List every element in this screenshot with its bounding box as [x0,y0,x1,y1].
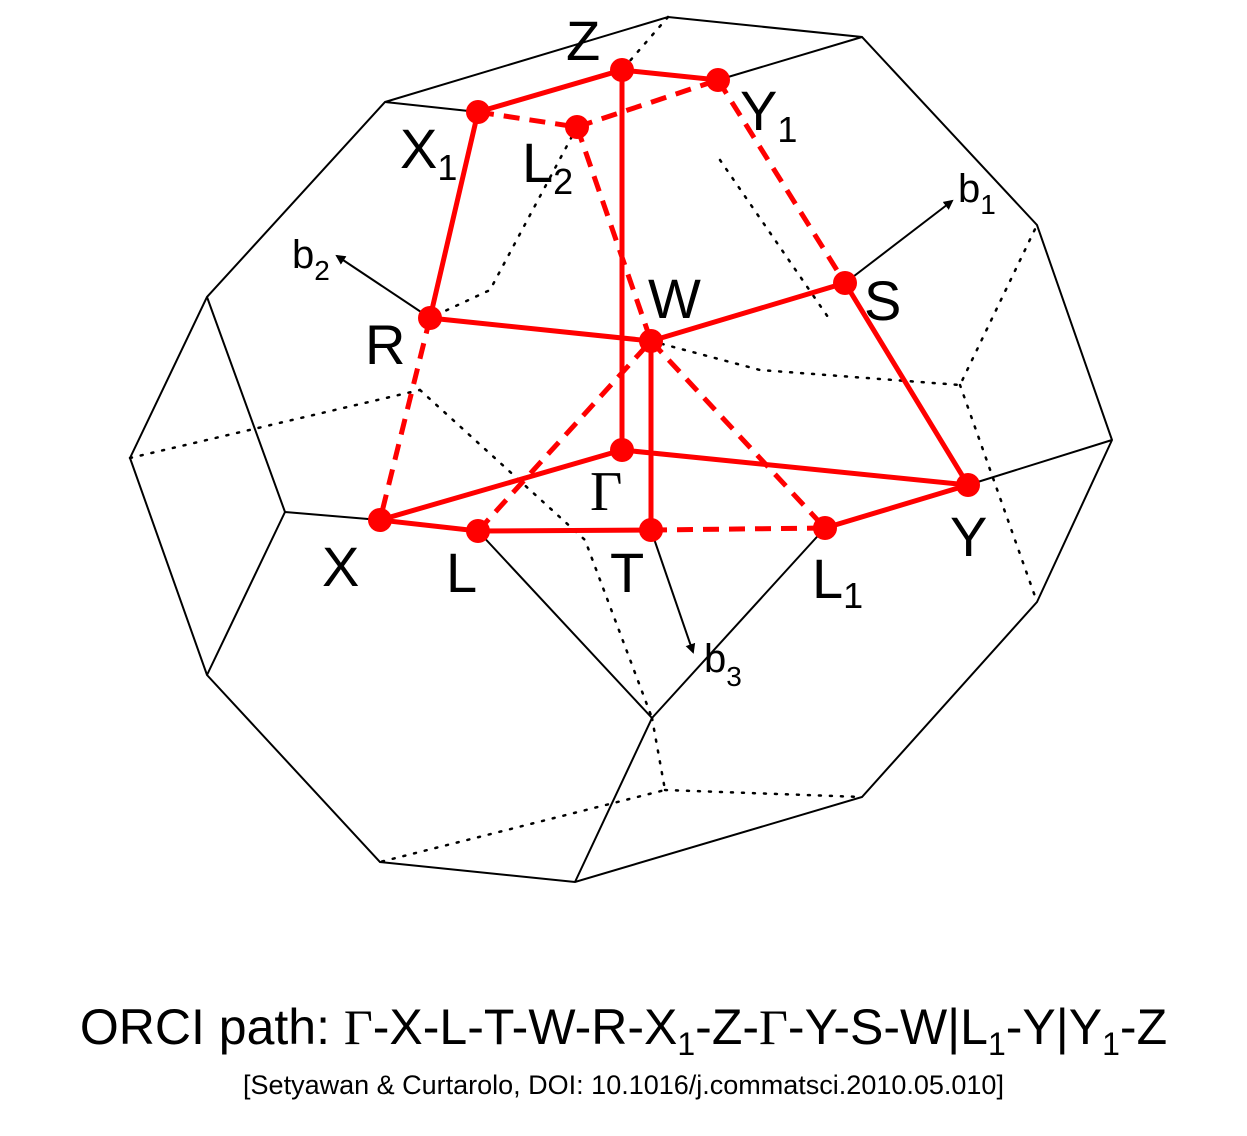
b3-arrow [650,529,696,654]
label-Y1-sub: 1 [777,109,797,150]
point-W [639,329,663,353]
caption-segment: -Z- [695,999,760,1055]
label-L2-sub: 2 [553,161,573,202]
label-Y: Y [950,505,987,568]
label-L1: L1 [812,547,863,616]
label-X: X [322,535,359,598]
label-L1-sub: 1 [843,575,863,616]
label-Gamma: Γ [590,461,622,523]
caption-segment: -X-L-T-W-R-X [372,999,678,1055]
point-L2 [565,115,589,139]
caption-gamma: Γ [343,999,373,1055]
label-b1-sub: 1 [980,189,996,220]
label-X1: X1 [400,117,457,188]
point-Y [956,473,980,497]
point-Gamma [610,438,634,462]
label-L1-main: L [812,547,843,610]
label-Y1: Y1 [740,79,797,150]
caption-segment: -Y-S-W|L [787,999,988,1055]
label-W: W [648,267,701,330]
point-X [368,508,392,532]
path-caption: ORCI path: Γ-X-L-T-W-R-X1-Z-Γ-Y-S-W|L1-Y… [0,998,1247,1063]
brillouin-zone-diagram: Z Y1 X1 L2 S R W Γ Y X L T L1 b1 b2 b3 [128,9,1114,884]
label-b2-sub: 2 [314,255,330,286]
point-R [418,306,442,330]
vector-labels: b1 b2 b3 [292,167,996,692]
label-b2: b2 [292,233,330,286]
label-Y1-main: Y [740,79,777,142]
point-Y1 [706,68,730,92]
label-T: T [610,541,644,604]
label-b1: b1 [958,167,996,220]
caption-prefix: ORCI path: [79,999,344,1055]
citation: [Setyawan & Curtarolo, DOI: 10.1016/j.co… [243,1070,1004,1100]
visible-edges [128,15,1114,884]
point-L [466,519,490,543]
b2-arrow [335,254,431,319]
label-X1-main: X [400,117,437,180]
caption-subscript: 1 [987,1026,1006,1062]
point-labels: Z Y1 X1 L2 S R W Γ Y X L T L1 [322,9,987,616]
label-b3-main: b [704,637,726,681]
caption-gamma: Γ [759,999,788,1055]
label-b3: b3 [704,637,742,692]
k-points [368,58,980,543]
caption-segment: -Y|Y [1005,999,1103,1055]
label-b3-sub: 3 [726,661,742,692]
label-L: L [446,541,477,604]
label-b1-main: b [958,167,980,211]
point-Z [610,58,634,82]
label-L2-main: L [522,131,553,194]
point-L1 [813,516,837,540]
label-L2: L2 [522,131,573,202]
hidden-edges [128,15,1039,864]
label-S: S [864,269,901,332]
label-b2-main: b [292,233,314,277]
k-path-solid [379,66,973,534]
b1-arrow [844,199,954,284]
label-Z: Z [566,9,600,72]
reciprocal-vectors [335,199,954,654]
label-X1-sub: 1 [437,147,457,188]
caption-subscript: 1 [1102,1026,1120,1062]
caption-subscript: 1 [677,1026,696,1062]
point-S [833,271,857,295]
label-R: R [365,313,405,376]
point-T [639,518,663,542]
caption-segment: -Z [1119,999,1168,1055]
point-X1 [466,100,490,124]
